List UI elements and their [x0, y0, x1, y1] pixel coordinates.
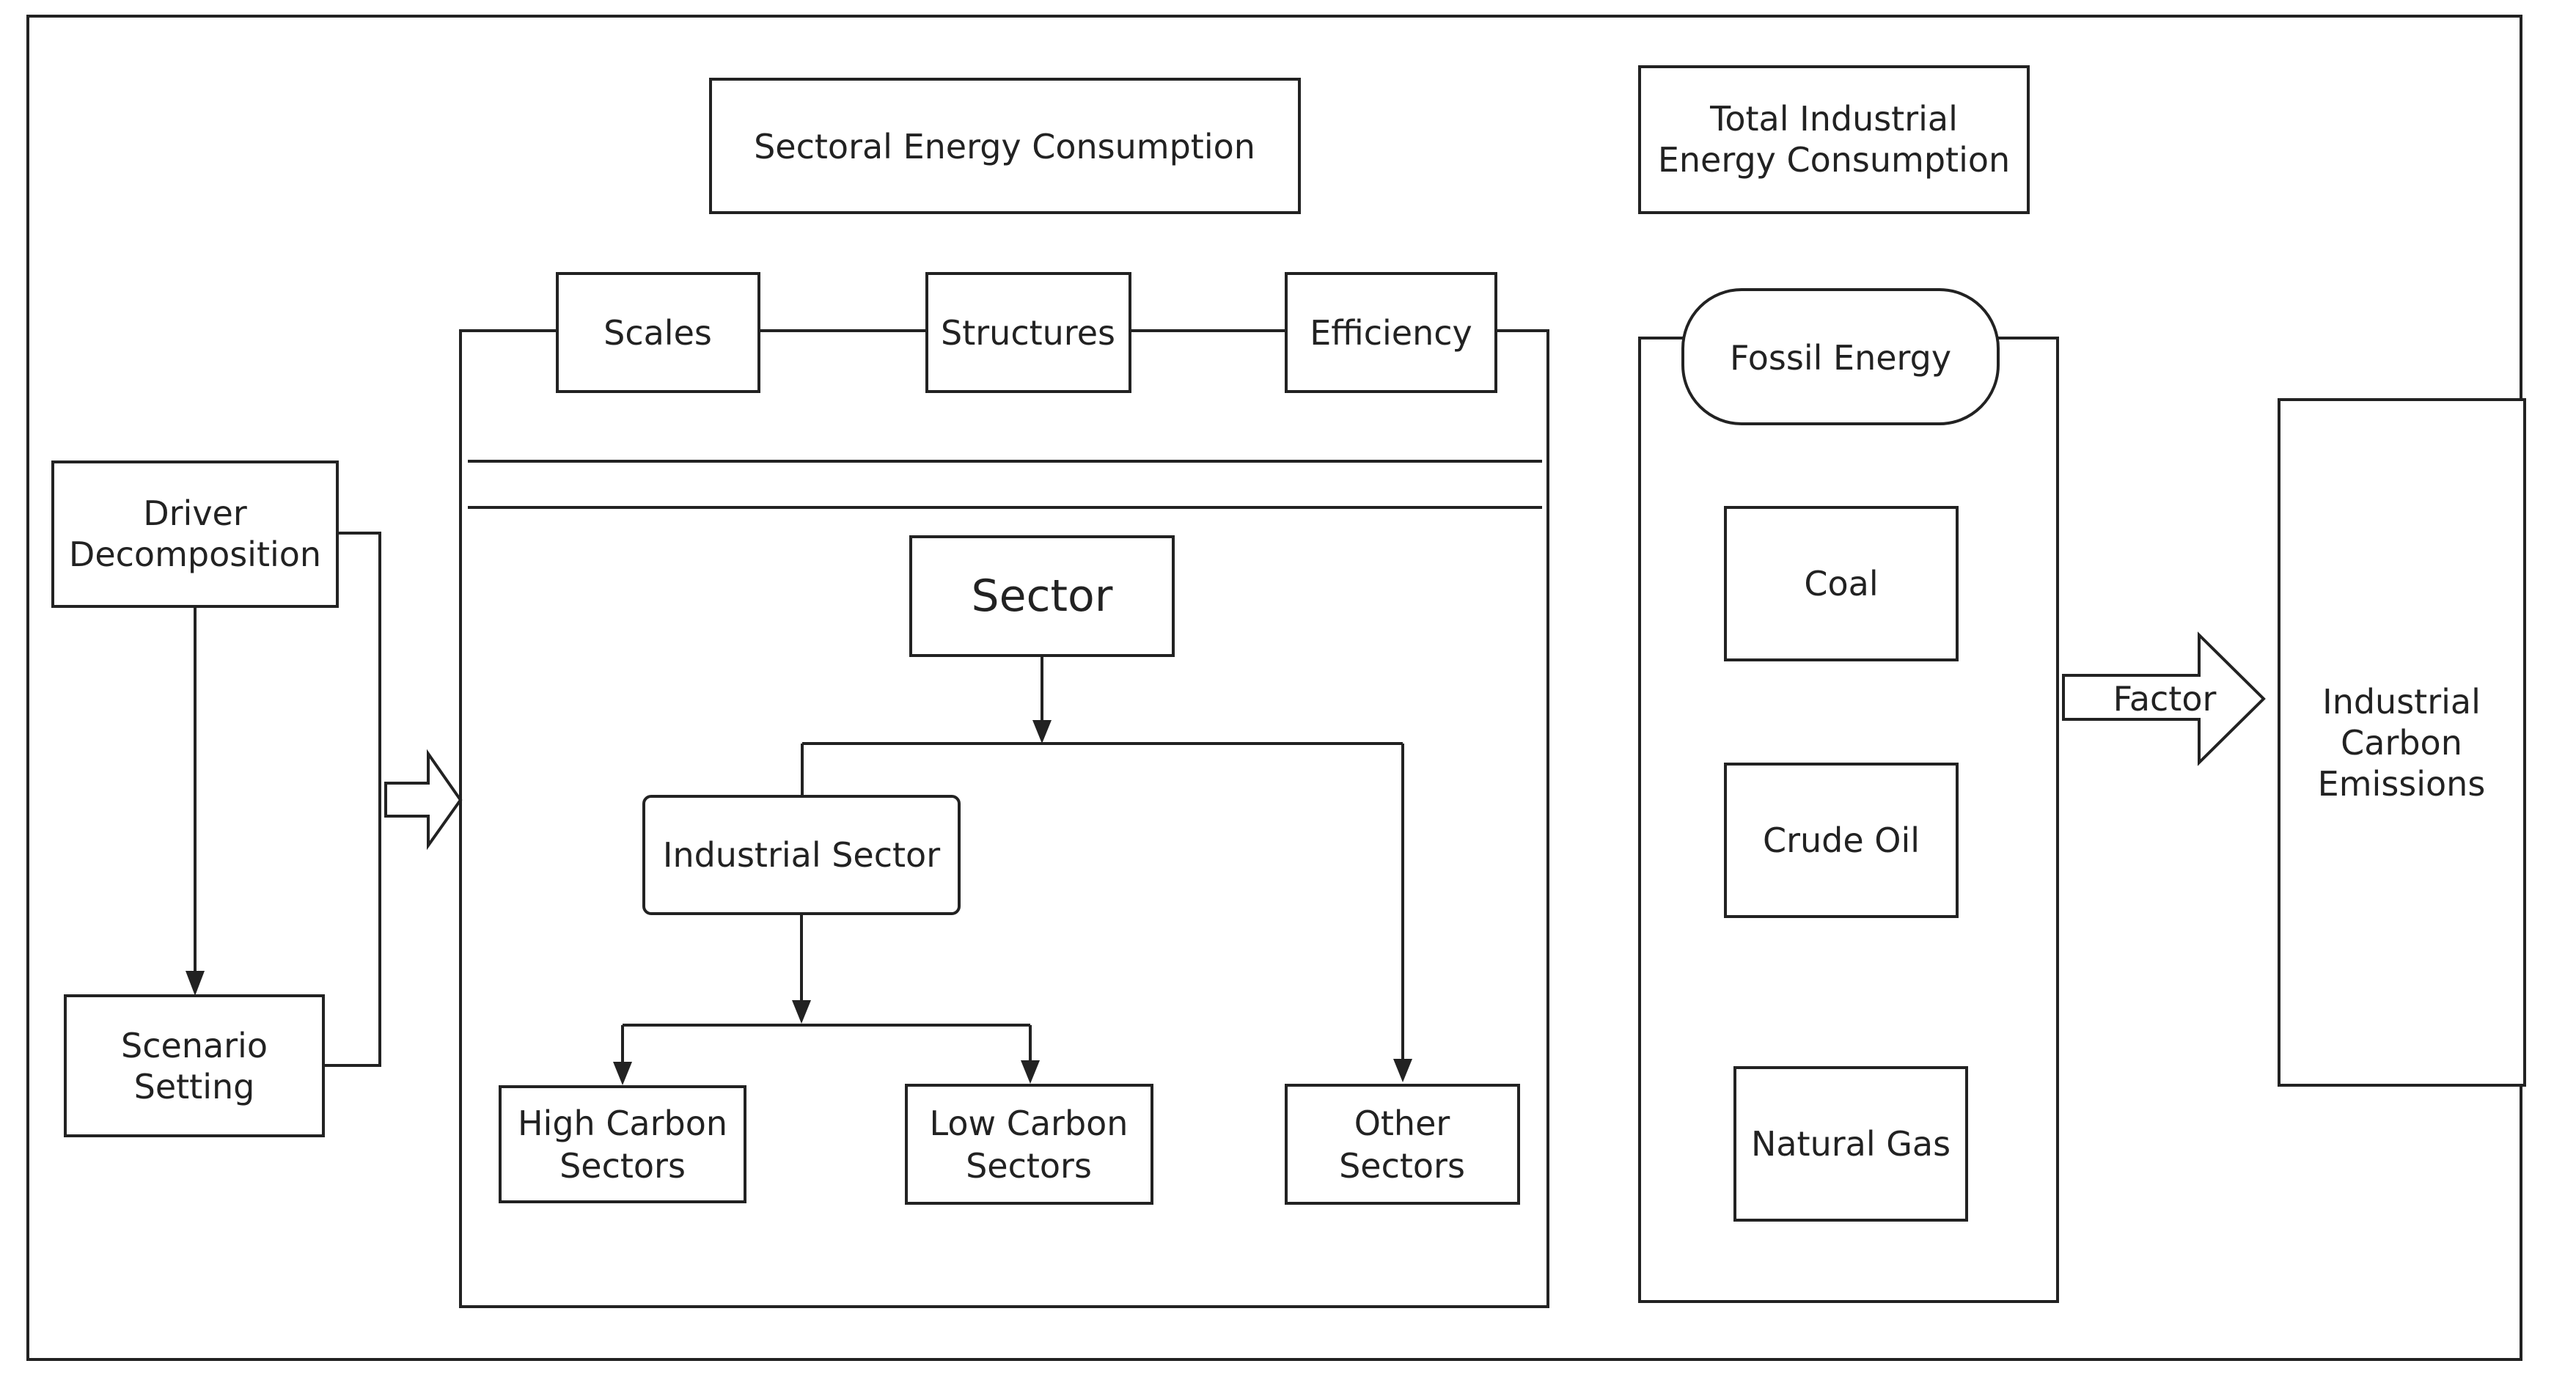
industrial-sector-label: Industrial Sector: [663, 835, 940, 875]
left-bracket-connector: [323, 532, 381, 1067]
other-sectors-label-line1: Other: [1354, 1104, 1450, 1143]
left-hollow-arrow: [384, 749, 463, 851]
fossil-energy-label: Fossil Energy: [1730, 338, 1951, 378]
coal-box: Coal: [1724, 506, 1959, 661]
fossil-energy-box: Fossil Energy: [1681, 288, 2000, 425]
low-carbon-label-line2: Sectors: [966, 1146, 1092, 1186]
crude-oil-box: Crude Oil: [1724, 763, 1959, 918]
emissions-label-line3: Emissions: [2318, 764, 2486, 804]
driver-label-line1: Driver: [143, 493, 247, 533]
natural-gas-label: Natural Gas: [1751, 1124, 1951, 1164]
industrial-sector-box: Industrial Sector: [642, 795, 961, 915]
factor-arrow: Factor: [2062, 631, 2266, 766]
efficiency-label: Efficiency: [1310, 313, 1472, 353]
total-industrial-label-line2: Energy Consumption: [1658, 140, 2010, 180]
structures-label: Structures: [941, 313, 1115, 353]
scenario-setting-box: Scenario Setting: [64, 994, 325, 1137]
scales-box: Scales: [556, 272, 760, 393]
natural-gas-box: Natural Gas: [1733, 1066, 1968, 1222]
emissions-label-line1: Industrial: [2322, 682, 2481, 722]
factor-label: Factor: [2113, 679, 2217, 719]
scenario-label-line2: Setting: [134, 1067, 255, 1106]
sector-label: Sector: [972, 570, 1113, 622]
industrial-carbon-emissions-box: Industrial Carbon Emissions: [2278, 398, 2526, 1087]
low-carbon-label-line1: Low Carbon: [930, 1104, 1129, 1143]
total-industrial-label-line1: Total Industrial: [1709, 99, 1958, 139]
driver-to-scenario-arrow: [186, 606, 205, 996]
crude-oil-label: Crude Oil: [1763, 821, 1920, 860]
fossil-energy-container: [1638, 337, 2059, 1303]
sectoral-container: [459, 329, 1549, 1308]
emissions-label-line2: Carbon: [2341, 723, 2462, 763]
high-carbon-label-line1: High Carbon: [518, 1104, 727, 1143]
other-sectors-box: Other Sectors: [1285, 1084, 1520, 1205]
driver-decomposition-box: Driver Decomposition: [51, 460, 339, 608]
total-industrial-energy-consumption-box: Total Industrial Energy Consumption: [1638, 65, 2030, 214]
driver-label-line2: Decomposition: [69, 535, 321, 574]
sector-box: Sector: [909, 535, 1175, 657]
other-sectors-label-line2: Sectors: [1339, 1146, 1465, 1186]
sector-connectors: [801, 656, 1412, 1082]
low-carbon-sectors-box: Low Carbon Sectors: [905, 1084, 1153, 1205]
high-carbon-label-line2: Sectors: [559, 1146, 686, 1186]
scenario-label-line1: Scenario: [121, 1026, 268, 1065]
industrial-sector-connectors: [613, 914, 1040, 1085]
sectoral-energy-consumption-box: Sectoral Energy Consumption: [709, 78, 1301, 214]
high-carbon-sectors-box: High Carbon Sectors: [499, 1085, 746, 1203]
coal-label: Coal: [1804, 564, 1878, 603]
scales-label: Scales: [603, 313, 712, 353]
sectoral-energy-consumption-label: Sectoral Energy Consumption: [754, 127, 1255, 166]
structures-box: Structures: [925, 272, 1131, 393]
efficiency-box: Efficiency: [1285, 272, 1497, 393]
